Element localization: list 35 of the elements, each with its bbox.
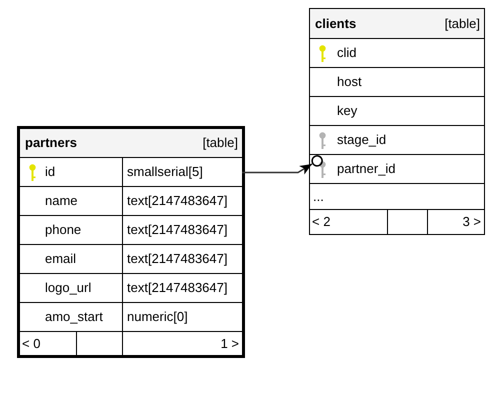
column-name: partner_id: [337, 161, 396, 177]
children-count: 1 >: [220, 336, 239, 352]
table-row: [20, 187, 242, 216]
column-type: smallserial[5]: [127, 164, 203, 180]
column-name: stage_id: [337, 132, 386, 148]
column-type: numeric[0]: [127, 309, 188, 325]
table-name: clients: [315, 16, 356, 32]
column-name: amo_start: [45, 309, 103, 325]
table-type-label: [table]: [202, 135, 238, 151]
relationship-arrow: [242, 155, 323, 176]
table-row: [20, 274, 242, 303]
column-name: id: [45, 164, 56, 180]
children-count: 3 >: [462, 214, 481, 230]
database-table: [309, 8, 485, 235]
database-table: [17, 126, 245, 358]
column-name: host: [337, 74, 362, 90]
table-type-label: [table]: [444, 16, 480, 32]
column-type: text[2147483647]: [127, 251, 228, 267]
column-name: phone: [45, 222, 82, 238]
column-type: text[2147483647]: [127, 222, 228, 238]
more-columns-ellipsis: ...: [313, 188, 324, 204]
column-name: name: [45, 193, 78, 209]
parents-count: < 0: [22, 336, 40, 352]
table-name: partners: [25, 135, 78, 151]
table-row: [20, 245, 242, 274]
table-row: [20, 303, 242, 332]
column-type: text[2147483647]: [127, 280, 228, 296]
table-row: [20, 158, 242, 187]
parents-count: < 2: [312, 214, 330, 230]
column-name: key: [337, 103, 358, 119]
column-name: email: [45, 251, 76, 267]
column-type: text[2147483647]: [127, 193, 228, 209]
table-row: [20, 216, 242, 245]
column-name: logo_url: [45, 280, 92, 296]
column-name: clid: [337, 45, 357, 61]
